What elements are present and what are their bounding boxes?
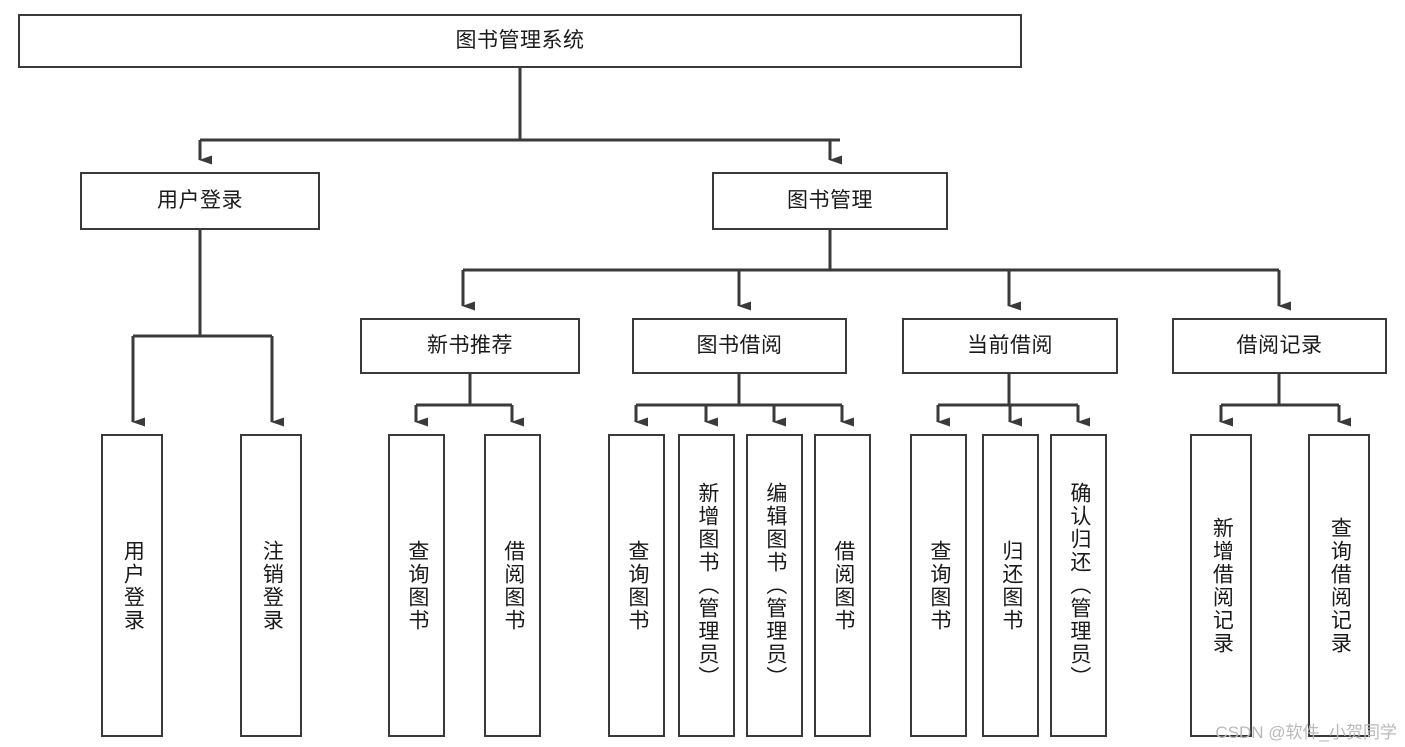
node-leaf-borrow-book-1-label: 借阅图书 (501, 539, 525, 632)
node-current-borrow[interactable]: 当前借阅 (902, 318, 1118, 374)
node-leaf-user-login-label: 用户登录 (121, 539, 145, 632)
node-leaf-user-login[interactable]: 用户登录 (101, 434, 163, 737)
node-leaf-confirm-return[interactable]: 确认归还（管理员） (1050, 434, 1107, 737)
node-leaf-edit-book-label: 编辑图书（管理员） (763, 482, 787, 689)
node-new-book-recommend-label: 新书推荐 (427, 333, 513, 357)
node-leaf-borrow-book-2[interactable]: 借阅图书 (814, 434, 871, 737)
node-leaf-borrow-book-1[interactable]: 借阅图书 (484, 434, 541, 737)
node-new-book-recommend[interactable]: 新书推荐 (360, 318, 580, 374)
node-leaf-add-book[interactable]: 新增图书（管理员） (678, 434, 735, 737)
node-leaf-logout-label: 注销登录 (260, 539, 284, 632)
node-leaf-query-book-3[interactable]: 查询图书 (910, 434, 967, 737)
node-user-login-label: 用户登录 (157, 188, 243, 212)
node-book-manage[interactable]: 图书管理 (712, 172, 948, 230)
node-leaf-logout[interactable]: 注销登录 (240, 434, 302, 737)
node-leaf-add-book-label: 新增图书（管理员） (695, 482, 719, 689)
node-leaf-query-record[interactable]: 查询借阅记录 (1308, 434, 1370, 737)
node-book-borrow-label: 图书借阅 (696, 333, 783, 357)
node-book-borrow[interactable]: 图书借阅 (632, 318, 847, 374)
node-book-manage-label: 图书管理 (787, 188, 873, 212)
node-current-borrow-label: 当前借阅 (967, 333, 1053, 357)
node-borrow-record-label: 借阅记录 (1236, 333, 1323, 357)
node-leaf-confirm-return-label: 确认归还（管理员） (1067, 482, 1091, 689)
node-leaf-query-book-3-label: 查询图书 (927, 539, 951, 632)
node-leaf-add-record-label: 新增借阅记录 (1210, 516, 1234, 655)
node-root-label: 图书管理系统 (455, 28, 585, 52)
node-leaf-query-book-1[interactable]: 查询图书 (388, 434, 445, 737)
node-leaf-return-book-label: 归还图书 (999, 539, 1023, 632)
node-leaf-add-record[interactable]: 新增借阅记录 (1190, 434, 1252, 737)
node-leaf-edit-book[interactable]: 编辑图书（管理员） (746, 434, 803, 737)
node-root[interactable]: 图书管理系统 (18, 14, 1022, 68)
watermark: CSDN @软件_小贺同学 (1215, 723, 1397, 742)
node-leaf-query-book-2-label: 查询图书 (625, 539, 649, 632)
node-leaf-return-book[interactable]: 归还图书 (982, 434, 1039, 737)
node-user-login[interactable]: 用户登录 (80, 172, 320, 230)
node-borrow-record[interactable]: 借阅记录 (1172, 318, 1387, 374)
node-leaf-borrow-book-2-label: 借阅图书 (831, 539, 855, 632)
node-leaf-query-record-label: 查询借阅记录 (1328, 516, 1352, 655)
node-leaf-query-book-1-label: 查询图书 (405, 539, 429, 632)
node-leaf-query-book-2[interactable]: 查询图书 (608, 434, 665, 737)
